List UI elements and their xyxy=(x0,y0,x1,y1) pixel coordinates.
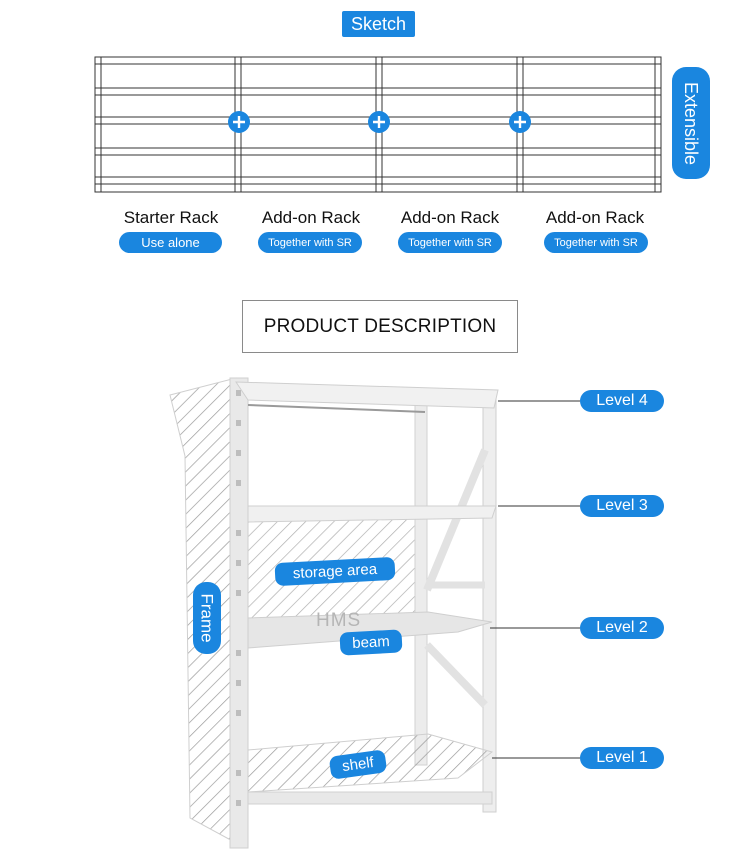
level-1-label: Level 1 xyxy=(580,747,664,769)
product-description-heading: PRODUCT DESCRIPTION xyxy=(242,300,518,353)
rack-sketch-diagram xyxy=(94,56,662,193)
frame-label: Frame xyxy=(193,582,221,654)
rack-tag-addon-2: Together with SR xyxy=(398,232,502,253)
plus-icon xyxy=(509,111,531,133)
plus-icon xyxy=(228,111,250,133)
beam-label: beam xyxy=(339,629,403,656)
shelf-level-4 xyxy=(235,381,499,409)
shelf-level-3 xyxy=(247,505,497,523)
rack-tag-addon-1: Together with SR xyxy=(258,232,362,253)
rack-name-addon-1: Add-on Rack xyxy=(261,208,361,227)
rack-tag-starter: Use alone xyxy=(119,232,222,253)
rack-name-starter: Starter Rack xyxy=(123,208,219,227)
shelving-rack-illustration xyxy=(169,377,580,849)
front-left-upright xyxy=(229,377,249,849)
hms-watermark: HMS xyxy=(316,610,362,631)
extensible-label-text: Extensible xyxy=(681,81,702,165)
frame-label-text: Frame xyxy=(198,593,217,643)
plus-icon xyxy=(368,111,390,133)
level-2-label: Level 2 xyxy=(580,617,664,639)
product-description-title: PRODUCT DESCRIPTION xyxy=(263,315,497,337)
rack-tag-addon-3: Together with SR xyxy=(544,232,648,253)
level-3-label: Level 3 xyxy=(580,495,664,517)
level-4-label: Level 4 xyxy=(580,390,664,412)
sketch-title: Sketch xyxy=(342,11,415,37)
sketch-title-text: Sketch xyxy=(350,13,407,34)
rack-name-addon-2: Add-on Rack xyxy=(400,208,500,227)
rack-name-addon-3: Add-on Rack xyxy=(545,208,645,227)
extensible-label: Extensible xyxy=(672,67,710,179)
